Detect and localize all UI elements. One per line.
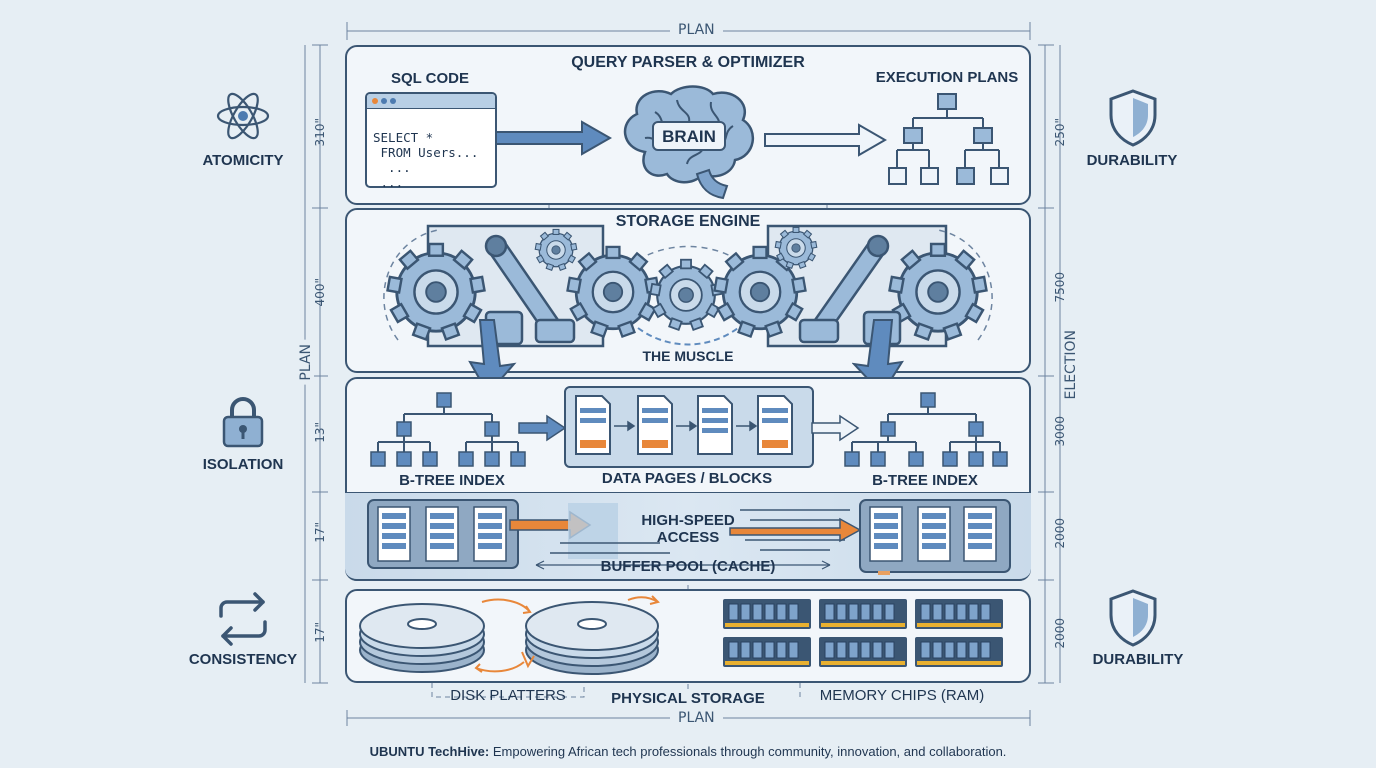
disk-platters-label: DISK PLATTERS <box>450 687 566 704</box>
sql-editor-window: SELECT * FROM Users... ... ... <box>365 92 497 190</box>
sql-line: ... <box>373 160 411 175</box>
acid-durability-top-label: DURABILITY <box>1086 152 1178 169</box>
brain-icon <box>623 85 755 200</box>
storage-engine-title: STORAGE ENGINE <box>615 213 761 230</box>
dim-left-5: 17" <box>313 622 327 643</box>
disk-platters-icon <box>359 595 660 675</box>
dim-top-label: PLAN <box>670 22 723 38</box>
physical-storage-label: PHYSICAL STORAGE <box>611 690 765 707</box>
footer-text: Empowering African tech professionals th… <box>489 744 1007 759</box>
memory-chips-label: MEMORY CHIPS (RAM) <box>819 687 985 704</box>
padlock-icon <box>222 397 264 448</box>
dim-right-1: 250" <box>1053 118 1067 147</box>
shield-icon <box>1109 89 1157 147</box>
sql-line: SELECT * <box>373 130 434 145</box>
dim-left-4: 17" <box>313 522 327 543</box>
dim-left-2: 400" <box>313 278 327 307</box>
parser-title: QUERY PARSER & OPTIMIZER <box>571 54 805 71</box>
dim-right-side-label: ELECTION <box>1063 326 1079 404</box>
buffer-pool-icon <box>367 499 1011 575</box>
dim-left-3: 13" <box>313 422 327 443</box>
brain-label: BRAIN <box>662 127 716 146</box>
shield-icon <box>1109 589 1157 647</box>
btree-left-label: B-TREE INDEX <box>399 472 505 489</box>
data-pages-icon <box>575 395 793 455</box>
btree-index-icon <box>844 392 1008 467</box>
dim-right-2: 7500 <box>1053 272 1067 303</box>
buffer-pool-label: BUFFER POOL (CACHE) <box>600 558 776 575</box>
window-close-dot <box>372 98 378 104</box>
dim-right-4: 2000 <box>1053 518 1067 549</box>
sql-line: FROM Users... <box>373 145 479 160</box>
execution-plan-tree-icon <box>888 93 1009 185</box>
arrow-right-icon <box>518 414 567 442</box>
acid-isolation-label: ISOLATION <box>202 456 284 473</box>
btree-right-label: B-TREE INDEX <box>872 472 978 489</box>
acid-consistency-label: CONSISTENCY <box>188 651 298 668</box>
execution-plans-label: EXECUTION PLANS <box>875 69 1019 86</box>
arrow-right-icon <box>811 414 860 442</box>
high-speed-label-1: HIGH-SPEED <box>641 512 735 529</box>
atom-icon <box>216 92 270 140</box>
muscle-label: THE MUSCLE <box>642 348 734 364</box>
window-titlebar <box>367 94 495 109</box>
window-min-dot <box>381 98 387 104</box>
footer-brand: UBUNTU TechHive: <box>369 744 490 759</box>
dim-right-5: 2000 <box>1053 618 1067 649</box>
dim-left-side-label: PLAN <box>298 340 314 385</box>
dim-bottom-label: PLAN <box>670 710 723 726</box>
arrow-right-icon <box>764 123 888 157</box>
dim-left-1: 310" <box>313 118 327 147</box>
sql-code-label: SQL CODE <box>390 70 470 87</box>
dim-right-3: 3000 <box>1053 416 1067 447</box>
sql-line: ... <box>373 175 404 190</box>
acid-durability-bottom-label: DURABILITY <box>1092 651 1184 668</box>
acid-atomicity-label: ATOMICITY <box>202 152 284 169</box>
memory-chips-icon <box>723 599 1003 667</box>
btree-index-icon <box>370 392 526 467</box>
high-speed-label-2: ACCESS <box>656 529 720 546</box>
footer-caption: UBUNTU TechHive: Empowering African tech… <box>0 744 1376 759</box>
window-max-dot <box>390 98 396 104</box>
arrow-right-icon <box>495 120 613 156</box>
sync-arrows-icon <box>219 592 267 646</box>
data-pages-label: DATA PAGES / BLOCKS <box>601 470 773 487</box>
gear-machinery-icon <box>383 224 993 348</box>
